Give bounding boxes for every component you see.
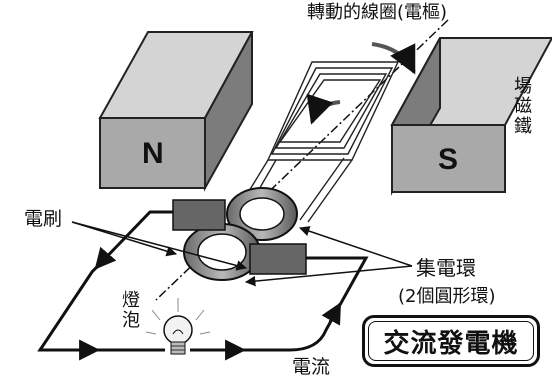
diagram-title: 交流發電機 — [383, 328, 519, 359]
rotating-coil-label: 轉動的線圈(電樞) — [307, 2, 448, 23]
slip-rings-note: (2個圓形環) — [398, 286, 496, 307]
south-magnet — [390, 37, 552, 196]
title-box: 交流發電機 — [362, 315, 540, 367]
brush-label: 電刷 — [24, 208, 63, 230]
leader-lines — [71, 221, 413, 287]
field-magnet-label: 場磁鐵 — [511, 76, 532, 136]
arrowhead-icon — [321, 302, 342, 326]
bulb-label: 燈泡 — [119, 290, 140, 330]
brushes — [172, 199, 307, 275]
curved-arrow-icon — [306, 93, 341, 125]
north-magnet — [98, 31, 254, 192]
pole-north-label: N — [142, 137, 164, 170]
slip-rings — [183, 187, 298, 281]
current-label: 電流 — [292, 356, 331, 378]
pole-south-label: S — [438, 143, 459, 176]
lightbulb-icon — [145, 298, 211, 355]
curved-arrow-icon — [371, 42, 416, 75]
rotating-coil — [245, 61, 400, 223]
slip-rings-label: 集電環 — [416, 256, 476, 280]
arrowhead-icon — [94, 246, 117, 270]
